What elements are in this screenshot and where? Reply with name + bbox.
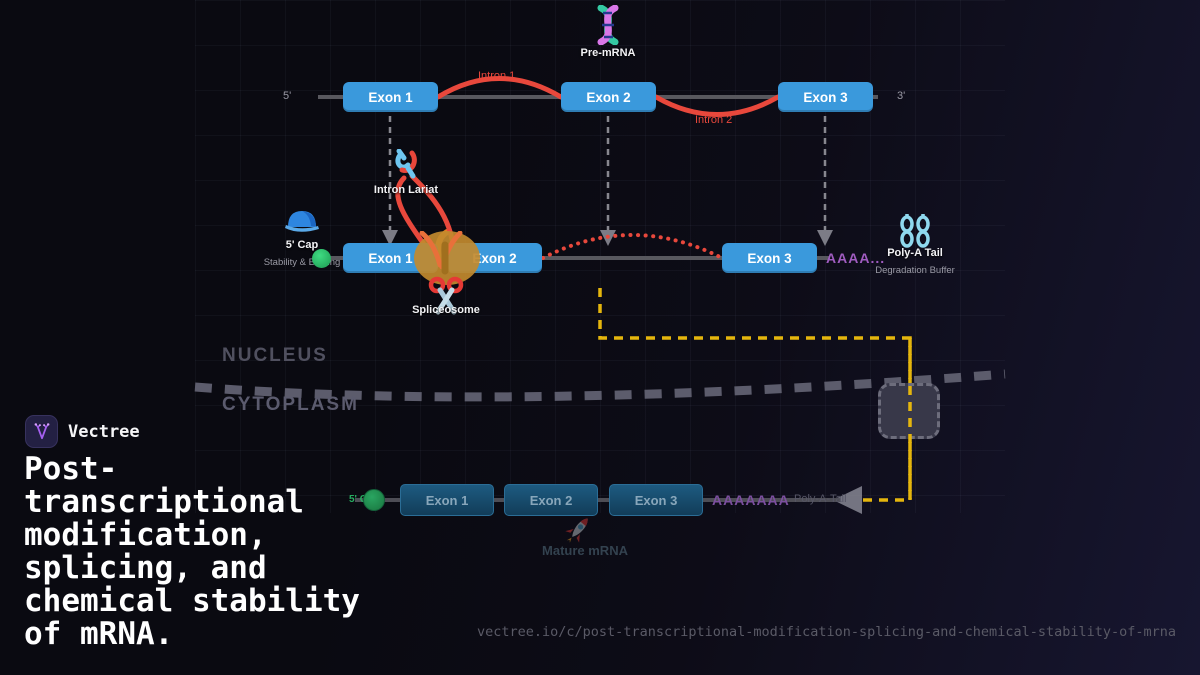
dna-icon — [588, 5, 628, 45]
pre-mrna-exon-1: Exon 1 — [343, 82, 438, 112]
pre-mrna-exon-2: Exon 2 — [561, 82, 656, 112]
brand-row: Vectree — [25, 415, 140, 448]
chains-icon — [896, 211, 934, 249]
pre-mrna-label: Pre-mRNA — [580, 47, 636, 59]
nucleus-label: NUCLEUS — [222, 345, 328, 366]
export-arrowhead — [833, 486, 862, 514]
degradation-buffer-label: Degradation Buffer — [875, 265, 955, 276]
intron-lariat-label: Intron Lariat — [373, 184, 439, 196]
page-title: Post- transcriptional modification, spli… — [24, 451, 360, 652]
five-prime-label: 5' — [283, 90, 292, 102]
mature-cap-dot — [363, 489, 385, 511]
three-prime-label: 3' — [897, 90, 906, 102]
five-cap-sublabel: Stability & Binding — [263, 257, 341, 268]
mature-poly-a-seq: AAAAAAA — [712, 492, 790, 508]
poly-a-tail-label: Poly-A Tail — [887, 247, 943, 259]
intron-2-arc — [653, 94, 781, 117]
five-cap-label: 5' Cap — [285, 239, 319, 251]
rocket-icon — [560, 512, 596, 548]
export-path-through-pore — [908, 338, 912, 500]
vectree-logo-icon — [25, 415, 58, 448]
cytoplasm-label: CYTOPLASM — [222, 394, 359, 415]
brand-name: Vectree — [68, 421, 140, 442]
nuclear-membrane — [194, 369, 1006, 402]
pre-mrna-exon-3: Exon 3 — [778, 82, 873, 112]
page-url: vectree.io/c/post-transcriptional-modifi… — [477, 624, 1176, 640]
intron-1-label: Intron 1 — [478, 70, 516, 82]
mature-exon-2: Exon 2 — [504, 484, 598, 516]
intron-1-arc — [435, 76, 564, 100]
knot-icon — [392, 149, 420, 179]
next-splice-dotted-arc — [541, 233, 724, 260]
mature-exon-3: Exon 3 — [609, 484, 703, 516]
poly-a-seq-middle: AAAA... — [826, 250, 886, 266]
mature-mrna-label: Mature mRNA — [542, 543, 628, 558]
cap-icon — [283, 206, 321, 238]
mature-poly-a-label: Poly-A-Tail — [794, 493, 847, 505]
five-cap-dot — [312, 249, 331, 268]
scissors-icon — [427, 276, 465, 316]
spliced-exon-3: Exon 3 — [722, 243, 817, 273]
intron-2-label: Intron 2 — [695, 114, 733, 126]
spliceosome-intron-strand — [419, 231, 463, 275]
spliceosome-label: Spliceosome — [412, 304, 480, 316]
mature-exon-1: Exon 1 — [400, 484, 494, 516]
